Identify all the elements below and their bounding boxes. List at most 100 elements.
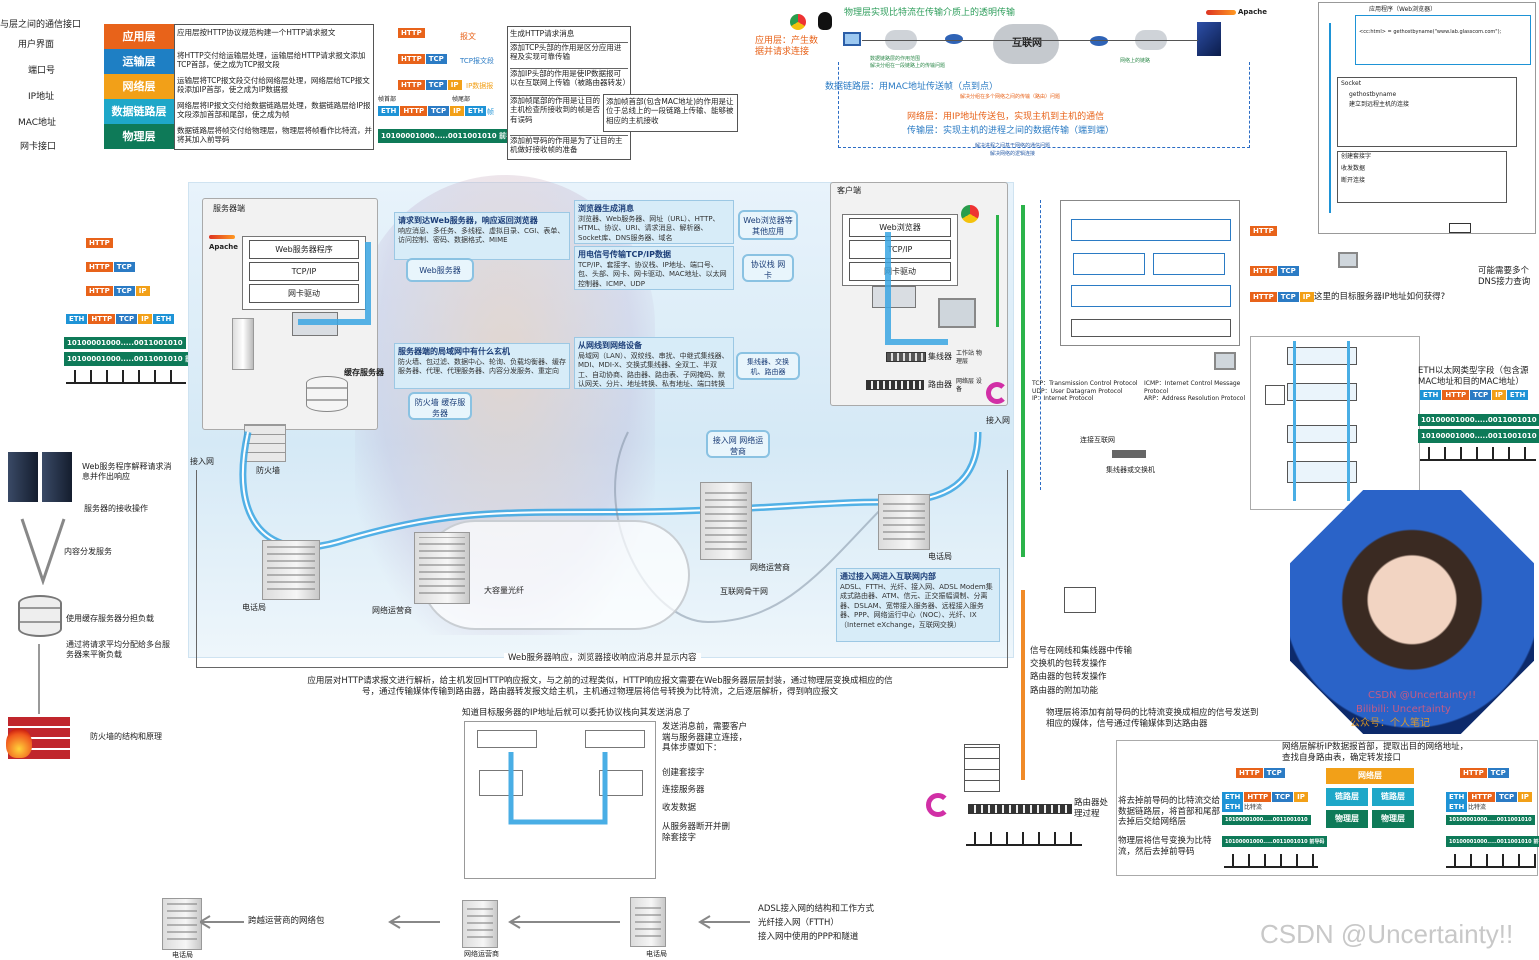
dns-question: 这里的目标服务器IP地址如何获得? bbox=[1314, 292, 1446, 302]
delegate-note: 知道目标服务器的IP地址后就可以委托协议栈向其发送消息了 bbox=[462, 708, 691, 718]
binary-stream: 10100001000.....0011001010 前导码 bbox=[1222, 836, 1328, 847]
monitor-icon bbox=[938, 298, 976, 328]
pill-http: HTTP bbox=[1442, 390, 1470, 400]
transport-layer-note: 传输层：实现主机的进程之间的数据传输（端到端） bbox=[907, 126, 1115, 136]
interface-item: 网卡接口 bbox=[20, 142, 57, 152]
cache-note: 使用缓存服务器分担负载 bbox=[66, 614, 154, 623]
author-portrait bbox=[1290, 490, 1534, 734]
response-bracket bbox=[196, 470, 1008, 668]
step-item: 创建套接字 bbox=[662, 768, 705, 778]
server-rack-icon bbox=[42, 452, 72, 502]
pill-ip: IP bbox=[1294, 792, 1308, 802]
pill-tcp: TCP bbox=[1496, 792, 1518, 802]
firewall-wall bbox=[244, 424, 286, 462]
router-device bbox=[968, 804, 1072, 814]
adsl-note: ADSL接入网的结构和工作方式 bbox=[758, 904, 874, 914]
binary-stream: 10100001000.....0011001010 bbox=[1418, 414, 1539, 426]
router-layer: 链路层 bbox=[1372, 788, 1414, 806]
pill-http: HTTP bbox=[1250, 266, 1277, 276]
interface-item: MAC地址 bbox=[18, 118, 57, 128]
blue-dash-line bbox=[1040, 200, 1041, 490]
pill-ip: IP bbox=[1492, 390, 1506, 400]
building-phone-office bbox=[162, 898, 202, 950]
info-box: 浏览器生成消息 浏览器、Web服务器、网址（URL）、HTTP、HTML、协议、… bbox=[574, 200, 734, 244]
encap-label: 报文 bbox=[460, 32, 476, 41]
web-server-note: Web服务程序解释请求消息并作出响应 bbox=[82, 462, 172, 481]
proto-legend: ICMP：Internet Control Message Protocol A… bbox=[1144, 380, 1254, 403]
pill-tcp: TCP bbox=[113, 262, 135, 272]
pill-ip: IP bbox=[135, 286, 150, 296]
pill-eth: ETH bbox=[152, 314, 175, 324]
preamble-text: 前导码 bbox=[1533, 839, 1539, 845]
physical-note: 物理层将添加有前导码的比特流变换成相应的信号发送到相应的媒体，信号通过传输媒体到… bbox=[1046, 708, 1259, 729]
app-code-panel: 应用程序（Web浏览器） <cc:html> = gethostbyname("… bbox=[1318, 2, 1536, 234]
pill-tcp: TCP bbox=[113, 286, 135, 296]
recv-note: 服务器的接收操作 bbox=[84, 504, 148, 513]
info-body: 防火墙、包过滤、数据中心、轮询、负载均衡器、缓存服务器、代理、代理服务器、内容分… bbox=[398, 357, 566, 376]
pill-http: HTTP bbox=[86, 238, 113, 248]
layer-application: 应用层 bbox=[104, 24, 174, 49]
pill-eth: ETH bbox=[1506, 390, 1529, 400]
info-body: 浏览器、Web服务器、网址（URL）、HTTP、HTML、协议、URI、请求消息… bbox=[578, 214, 720, 242]
chrome-icon bbox=[790, 14, 806, 30]
router-icon bbox=[1090, 36, 1108, 46]
layer-datalink: 数据链路层 bbox=[104, 99, 174, 124]
info-head: 通过接入网进入互联网内部 bbox=[840, 572, 936, 581]
info-head: 请求到达Web服务器，响应返回浏览器 bbox=[398, 216, 538, 225]
eth-note: ETH以太网类型字段（包含源MAC地址和目的MAC地址） bbox=[1418, 366, 1529, 387]
info-box: 请求到达Web服务器，响应返回浏览器 响应消息、多任务、多线程、虚拟目录、CGI… bbox=[394, 212, 570, 260]
legend-item: ARP：Address Resolution Protocol bbox=[1144, 395, 1246, 402]
balance-note: 通过将请求平均分配给多台服务器来平衡负载 bbox=[66, 640, 170, 659]
binary-stream: 10100001000.....0011001010 前导码 bbox=[1446, 836, 1539, 847]
bubble-firewall-cache: 防火墙 缓存服务器 bbox=[408, 392, 472, 420]
net-label: 互联网骨干网 bbox=[720, 587, 768, 596]
code-line: <cc:html> = gethostbyname("www.lab.glass… bbox=[1359, 29, 1502, 35]
interface-item: 用户界面 bbox=[18, 40, 55, 50]
pill-tcp: TCP bbox=[425, 80, 447, 90]
code-item: 创建套接字 bbox=[1341, 153, 1372, 160]
pill-tcp: TCP bbox=[1487, 768, 1509, 778]
cache-server-label: 缓存服务器 bbox=[344, 368, 384, 377]
building-phone-office bbox=[878, 494, 930, 550]
socket-label: Socket bbox=[1341, 80, 1362, 87]
green-arrow bbox=[1021, 205, 1025, 557]
firewall-label: 防火墙 bbox=[256, 466, 280, 475]
internet-cloud bbox=[993, 24, 1059, 64]
step-item: 收发数据 bbox=[662, 803, 697, 813]
pill-tcp: TCP bbox=[1272, 792, 1294, 802]
router-layer: 网络层 bbox=[1326, 768, 1414, 784]
binary-text: 10100001000.....0011001010 bbox=[1225, 839, 1308, 845]
chrome-icon bbox=[961, 205, 979, 223]
encap-desc: 添加帧尾部的作用是让目的主机检查所接收到的帧是否有误码 bbox=[510, 95, 600, 124]
access-label: 接入网 bbox=[986, 416, 1010, 425]
router-device bbox=[866, 380, 924, 390]
info-body: ADSL、FTTH、光纤、接入网、ADSL Modem集成式路由器、ATM、信元… bbox=[840, 582, 993, 629]
network-dev-label: 网络层 设备 bbox=[956, 378, 982, 393]
apache-feather-icon bbox=[209, 235, 235, 239]
router-layer: 链路层 bbox=[1326, 788, 1368, 806]
router-note: 路由器的包转发操作 bbox=[1030, 672, 1107, 682]
frame-mark: 帧首部 bbox=[378, 96, 397, 103]
tiny-note: 解决网络的逻辑连接 bbox=[990, 151, 1036, 157]
info-body: 局域网（LAN）、双绞线、串扰、中继式集线器、MDI、MDI-X、交换式集线器、… bbox=[578, 351, 729, 389]
cdn-note: 内容分发服务 bbox=[64, 547, 112, 556]
green-arrow bbox=[996, 215, 999, 327]
cdn-arrows bbox=[18, 515, 68, 586]
encap-desc: 添加TCP头部的作用是区分应用进程及实现可靠传输 bbox=[510, 42, 628, 62]
encap-desc: 添加前导码的作用是为了让目的主机做好接收帧的准备 bbox=[510, 135, 628, 155]
pill-eth: ETH bbox=[1222, 802, 1244, 812]
net-label: 电话局 bbox=[928, 552, 952, 561]
pill-http: HTTP bbox=[1468, 792, 1496, 802]
encap-desc: 添加IP头部的作用是使IP数据报可以在互联网上传输（被路由器转发） bbox=[510, 68, 630, 88]
binary-stream: 10100001000.....0011001010 bbox=[1446, 815, 1535, 825]
layer-transport: 运输层 bbox=[104, 49, 174, 74]
refresh-icon bbox=[986, 382, 1008, 404]
stack-row: 网卡驱动 bbox=[849, 262, 951, 281]
binary-stream: 10100001000.....0011001010 前导码 bbox=[1418, 429, 1539, 443]
physical-title: 物理层实现比特流在传输介质上的透明传输 bbox=[844, 8, 1016, 18]
building-phone-office bbox=[262, 540, 320, 600]
